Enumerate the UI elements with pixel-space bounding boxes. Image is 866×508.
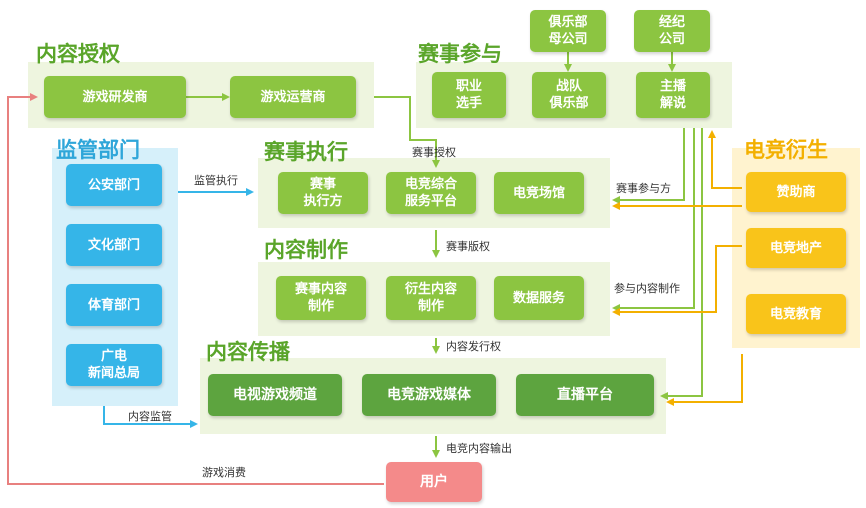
event-execution-title: 赛事执行 (264, 140, 348, 164)
node-sports-dept[interactable]: 体育部门 (66, 284, 162, 326)
arrow-sponsor-participation (708, 130, 742, 189)
node-esports-service-platform[interactable]: 电竞综合 服务平台 (386, 172, 476, 214)
arrow-to-live-platform (660, 128, 703, 400)
arrow-event-authorization (374, 96, 440, 168)
node-data-service[interactable]: 数据服务 (494, 276, 584, 320)
node-sponsor[interactable]: 赞助商 (746, 172, 846, 212)
node-public-security[interactable]: 公安部门 (66, 164, 162, 206)
arrow-game-consumption (7, 93, 384, 485)
node-sarft[interactable]: 广电 新闻总局 (66, 344, 162, 386)
node-anchor-commentator[interactable]: 主播 解说 (636, 72, 710, 118)
node-live-platform[interactable]: 直播平台 (516, 374, 654, 416)
event-participation-title: 赛事参与 (418, 42, 502, 66)
arrow-derivatives-production (612, 245, 742, 316)
label-esports-output: 电竞内容输出 (446, 442, 512, 455)
node-esports-venue[interactable]: 电竞场馆 (494, 172, 584, 214)
node-tv-game-channel[interactable]: 电视游戏频道 (208, 374, 342, 416)
label-content-supervision: 内容监管 (128, 410, 172, 423)
label-participate-production: 参与内容制作 (614, 282, 680, 295)
node-game-developer[interactable]: 游戏研发商 (44, 76, 186, 118)
label-distribution-rights: 内容发行权 (446, 340, 501, 353)
label-event-copyright: 赛事版权 (446, 240, 490, 253)
node-esports-game-media[interactable]: 电竞游戏媒体 (362, 374, 496, 416)
content-distribution-title: 内容传播 (206, 340, 290, 364)
label-supervision-execution: 监管执行 (194, 174, 238, 187)
node-club-parent-company[interactable]: 俱乐部 母公司 (530, 10, 606, 52)
arrow-participate-production (612, 128, 695, 312)
arrow-derivatives-distribution (666, 354, 743, 406)
content-authorization-title: 内容授权 (36, 42, 120, 66)
node-derivative-content-production[interactable]: 衍生内容 制作 (386, 276, 476, 320)
node-agency-company[interactable]: 经纪 公司 (634, 10, 710, 52)
node-user[interactable]: 用户 (386, 462, 482, 502)
node-game-operator[interactable]: 游戏运营商 (230, 76, 356, 118)
node-event-content-production[interactable]: 赛事内容 制作 (276, 276, 366, 320)
node-team-club[interactable]: 战队 俱乐部 (532, 72, 606, 118)
node-culture-dept[interactable]: 文化部门 (66, 224, 162, 266)
arrow-participants-execution (612, 128, 685, 204)
arrow-content-supervision (103, 406, 198, 428)
node-pro-player[interactable]: 职业 选手 (432, 72, 506, 118)
node-event-executor[interactable]: 赛事 执行方 (278, 172, 368, 214)
label-game-consumption: 游戏消费 (202, 466, 246, 479)
label-event-participants: 赛事参与方 (616, 182, 671, 195)
esports-derivatives-title: 电竞衍生 (744, 138, 828, 162)
node-esports-education[interactable]: 电竞教育 (746, 294, 846, 334)
label-event-authorization: 赛事授权 (412, 146, 456, 159)
regulators-title: 监管部门 (56, 138, 140, 162)
node-esports-real-estate[interactable]: 电竞地产 (746, 228, 846, 268)
content-production-title: 内容制作 (264, 238, 348, 262)
